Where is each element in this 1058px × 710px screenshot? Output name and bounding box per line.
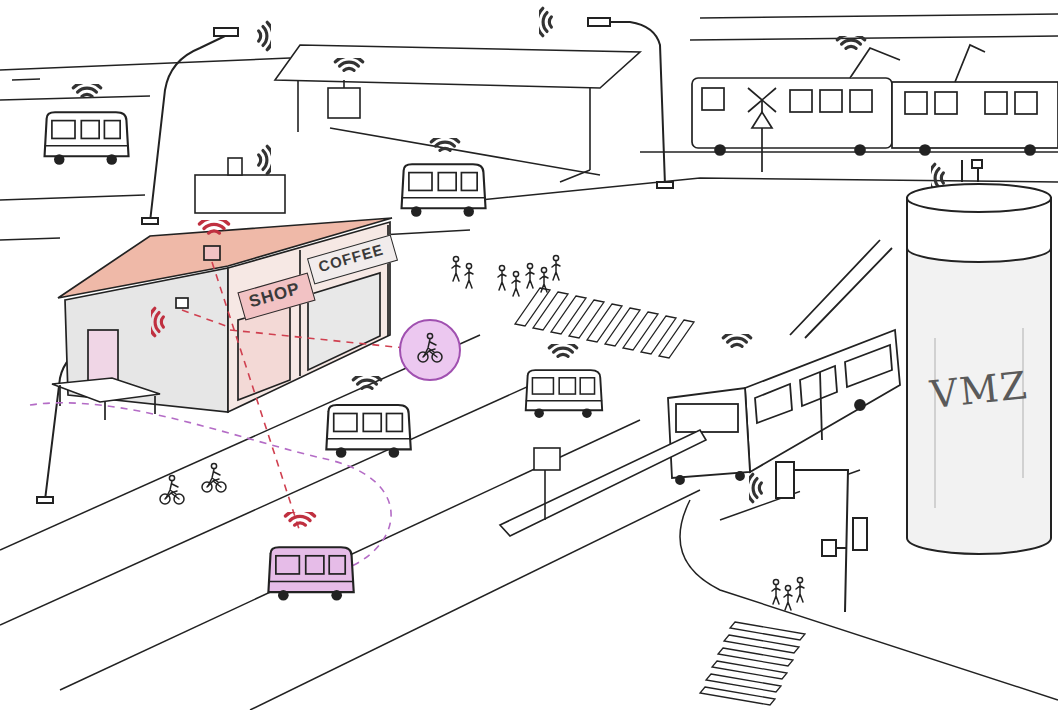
railway-crossing-sign <box>748 88 776 172</box>
crosswalk <box>515 288 694 358</box>
wifi-signals <box>73 8 943 501</box>
street-lamp <box>37 18 673 503</box>
traffic-centre-tower: VMZ <box>905 178 1053 560</box>
antenna <box>962 160 982 182</box>
bus-stop-island <box>500 430 706 536</box>
autonomous-shuttles <box>45 112 603 600</box>
trolleybus <box>668 240 900 484</box>
tram <box>640 45 1058 155</box>
cyclist-highlight <box>400 320 460 380</box>
crosswalk <box>700 622 805 705</box>
tower-label: VMZ <box>928 363 1031 417</box>
wifi-signals-active <box>149 218 314 525</box>
coffee-sign: COFFEE <box>307 235 398 285</box>
road-lines <box>0 14 1058 710</box>
traffic-light <box>776 462 867 612</box>
pedestrians <box>160 255 804 610</box>
shop-sign: SHOP <box>237 273 315 321</box>
sign-label: COFFEE <box>317 241 388 276</box>
sign-label: SHOP <box>247 279 305 312</box>
